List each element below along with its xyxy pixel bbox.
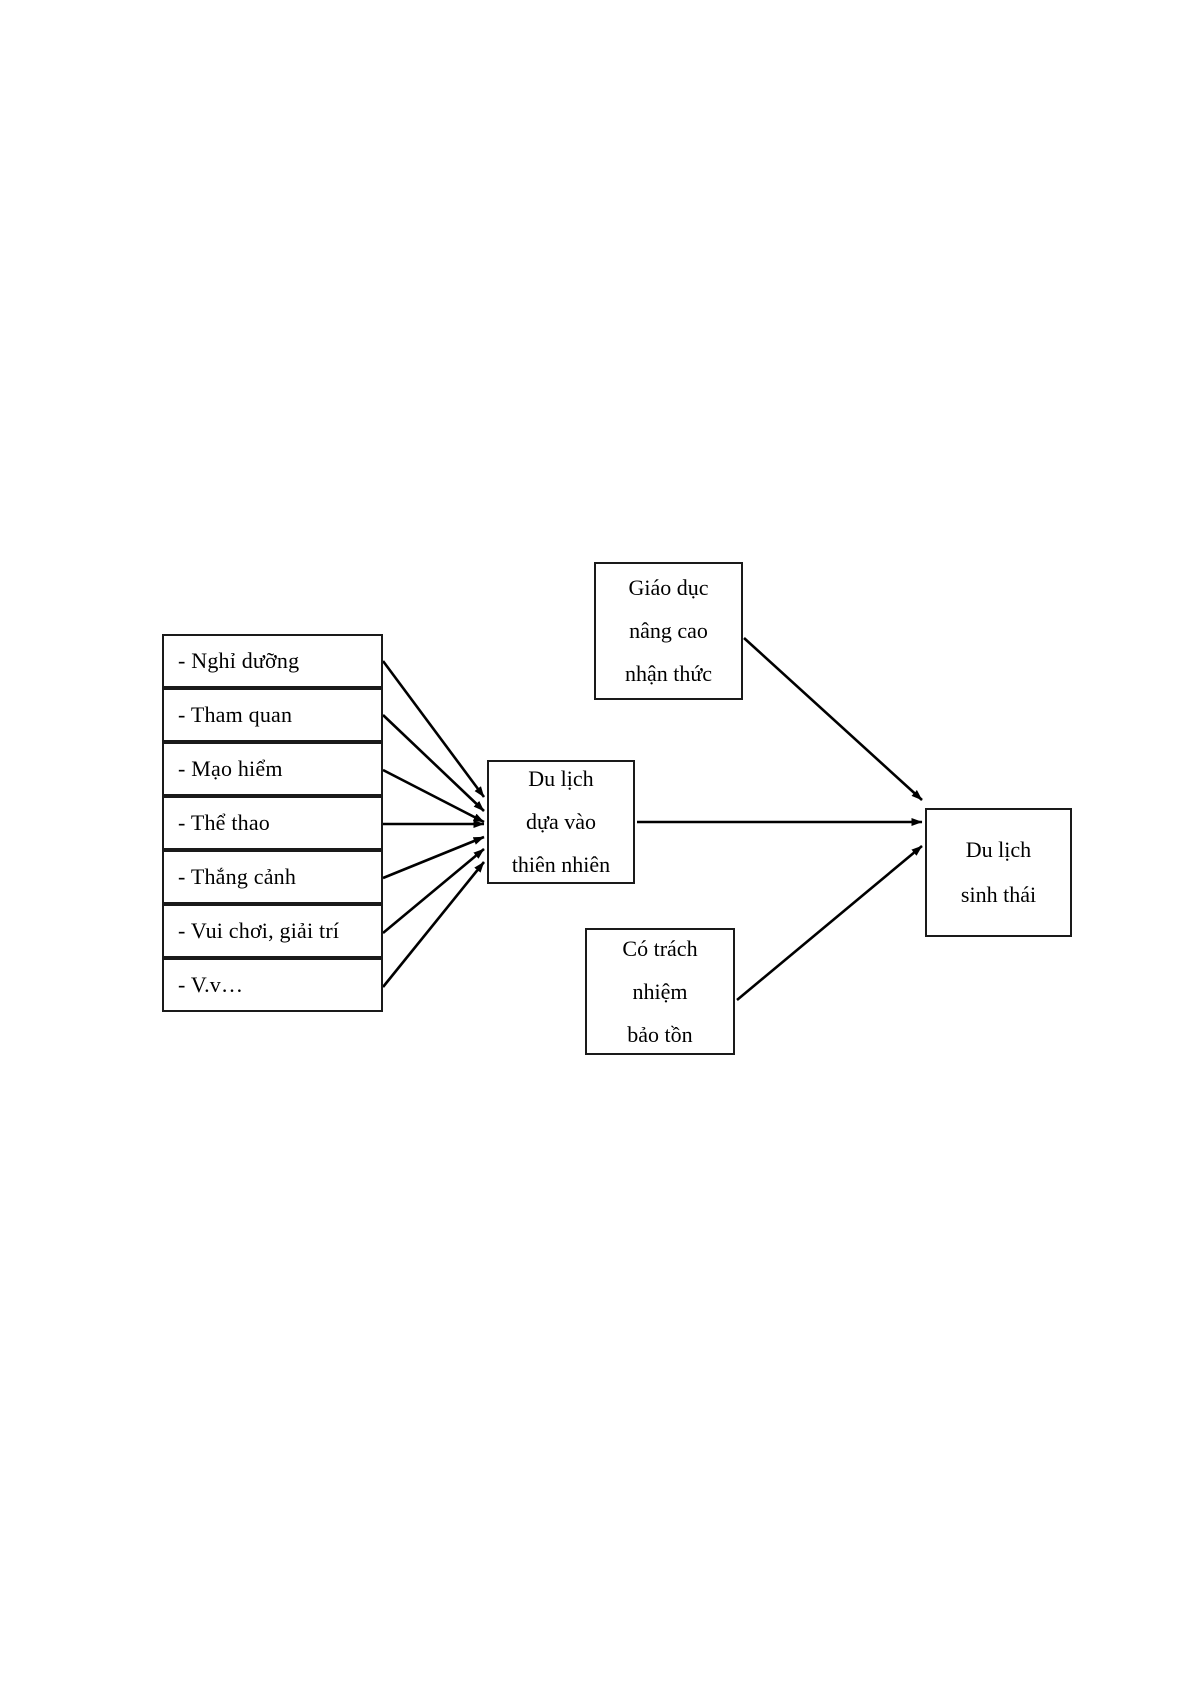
conservation-responsibility-box[interactable]: Có trách nhiệm bảo tồn xyxy=(585,928,735,1055)
edge-thang-canh-to-nature xyxy=(382,835,485,880)
ecotourism-line-1: Du lịch xyxy=(965,837,1032,862)
activity-box-tham-quan[interactable]: - Tham quan xyxy=(162,688,383,742)
nature-line-3: thiên nhiên xyxy=(511,852,611,877)
activity-label: - Thắng cảnh xyxy=(178,864,297,889)
activity-box-vui-choi-giai-tri[interactable]: - Vui chơi, giải trí xyxy=(162,904,383,958)
edge-tham-quan-to-nature xyxy=(382,714,485,812)
education-line-1: Giáo dục xyxy=(628,575,709,600)
activity-box-the-thao[interactable]: - Thể thao xyxy=(162,796,383,850)
activity-label: - Nghỉ dưỡng xyxy=(178,648,300,673)
ecotourism-result-box[interactable]: Du lịch sinh thái xyxy=(925,808,1072,937)
edge-conservation-to-ecotourism xyxy=(736,845,923,1001)
activity-label: - Thể thao xyxy=(178,810,271,835)
activity-label: - V.v… xyxy=(178,972,244,997)
edge-nghi-duong-to-nature xyxy=(381,660,486,798)
education-line-2: nâng cao xyxy=(629,618,708,643)
conservation-line-1: Có trách xyxy=(622,935,698,961)
activity-label: - Mạo hiểm xyxy=(178,756,283,781)
conservation-line-2: nhiệm xyxy=(632,978,688,1004)
nature-line-2: dựa vào xyxy=(526,809,596,834)
ecotourism-line-2: sinh thái xyxy=(960,882,1037,907)
edge-education-to-ecotourism xyxy=(743,637,923,801)
edge-mao-hiem-to-nature xyxy=(382,768,485,824)
conservation-line-3: bảo tồn xyxy=(627,1021,693,1047)
nature-based-tourism-box[interactable]: Du lịch dựa vào thiên nhiên xyxy=(487,760,635,884)
activity-box-mao-hiem[interactable]: - Mạo hiểm xyxy=(162,742,383,796)
activity-box-nghi-duong[interactable]: - Nghỉ dưỡng xyxy=(162,634,383,688)
edge-vui-choi-to-nature xyxy=(382,848,485,934)
edge-vv-to-nature xyxy=(381,861,486,988)
activity-label: - Tham quan xyxy=(178,702,293,727)
education-line-3: nhận thức xyxy=(624,661,713,686)
education-awareness-box[interactable]: Giáo dục nâng cao nhận thức xyxy=(594,562,743,700)
activity-label: - Vui chơi, giải trí xyxy=(178,918,340,943)
activity-box-vv[interactable]: - V.v… xyxy=(162,958,383,1012)
nature-line-1: Du lịch xyxy=(528,766,594,791)
activity-box-thang-canh[interactable]: - Thắng cảnh xyxy=(162,850,383,904)
